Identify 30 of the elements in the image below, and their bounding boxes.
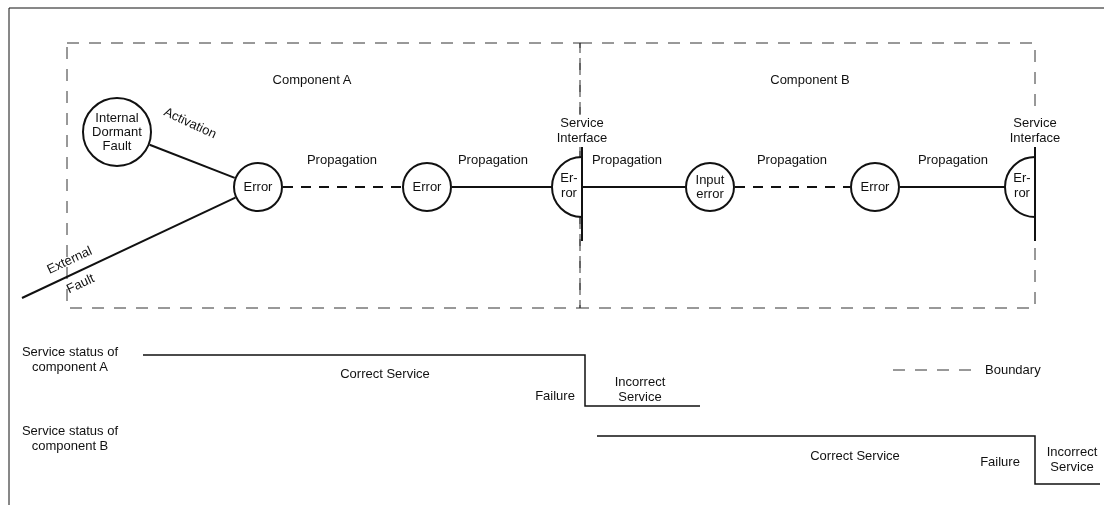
connector-line [581, 186, 686, 188]
status-text: Incorrect Service [1045, 445, 1099, 475]
connector-line [282, 186, 403, 188]
connector-line [21, 196, 237, 299]
component-title: Component A [271, 73, 353, 88]
edge-label: Propagation [916, 153, 990, 168]
edge-label: Propagation [590, 153, 664, 168]
error-label: Er- ror [1012, 171, 1032, 201]
status-text: Correct Service [340, 367, 430, 382]
legend-text: Boundary [985, 362, 1041, 377]
edge-label: Propagation [305, 153, 379, 168]
error-circle: Internal Dormant Fault [82, 97, 152, 167]
status-text: Incorrect Service [613, 375, 667, 405]
status-text: Correct Service [810, 449, 900, 464]
status-text: Failure [979, 455, 1021, 470]
error-label: Er- ror [559, 171, 579, 201]
status-label: Service status of component B [20, 424, 120, 454]
edge-label: Propagation [456, 153, 530, 168]
status-text: Failure [534, 389, 576, 404]
status-label: Service status of component A [20, 345, 120, 375]
connector-line [451, 186, 553, 188]
connector-line [734, 186, 851, 188]
error-circle: Input error [685, 162, 735, 212]
component-title: Component B [769, 73, 851, 88]
error-circle: Error [850, 162, 900, 212]
edge-label: Propagation [755, 153, 829, 168]
connector-line [899, 186, 1006, 188]
error-circle: Error [402, 162, 452, 212]
error-circle: Error [233, 162, 283, 212]
connector-line [148, 143, 236, 179]
